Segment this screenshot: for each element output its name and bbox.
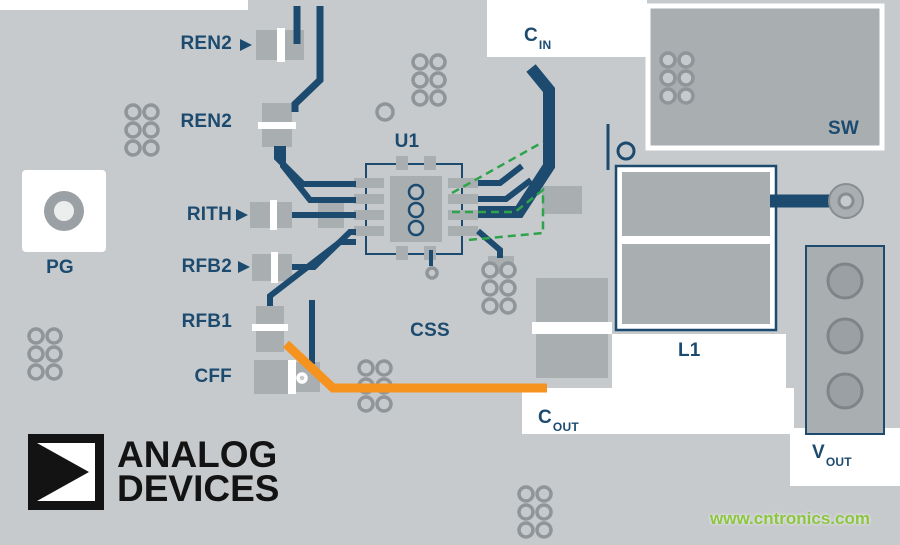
label-rith: RITH [186, 204, 232, 225]
label-rfb2: RFB2 [181, 256, 232, 277]
label-cin: CIN [524, 25, 552, 52]
label-vout: VOUT [812, 442, 852, 469]
label-cout-sub: OUT [552, 419, 579, 434]
label-l1: L1 [678, 340, 701, 361]
label-cout-main: C [538, 407, 552, 428]
sw-pad [828, 183, 864, 219]
adi-logo: ANALOG DEVICES [28, 434, 279, 510]
orange-highlight-trace [282, 340, 547, 393]
label-ren2-mid: REN2 [180, 111, 232, 132]
label-cin-sub: IN [538, 37, 552, 52]
label-pg: PG [46, 257, 74, 278]
watermark-text: www.cntronics.com [710, 509, 870, 528]
cout-capacitor-pads [488, 186, 608, 378]
label-cout: COUT [538, 407, 579, 434]
label-pointer-marks [236, 39, 252, 273]
adi-logo-line1: ANALOG [117, 433, 278, 475]
label-rfb1: RFB1 [181, 311, 232, 332]
signal-traces [267, 6, 844, 364]
pg-pad [22, 170, 106, 252]
adi-logo-line2: DEVICES [117, 468, 280, 509]
l1-inductor [614, 164, 778, 332]
label-cin-main: C [524, 25, 538, 46]
label-vout-sub: OUT [825, 454, 852, 469]
label-css: CSS [410, 320, 450, 341]
label-cff: CFF [194, 366, 232, 387]
green-loop-trace [451, 140, 545, 242]
adi-logo-mark [28, 434, 104, 510]
label-ren2-top: REN2 [180, 33, 232, 54]
adi-logo-text: ANALOG DEVICES [117, 433, 280, 509]
vout-connector [805, 245, 885, 435]
via-clusters [27, 51, 695, 539]
label-sw: SW [828, 118, 860, 139]
label-u1: U1 [394, 131, 420, 152]
label-vout-main: V [812, 442, 825, 463]
u1-footprint [354, 156, 478, 260]
u1-solder-balls [407, 183, 425, 237]
bare-board-regions [0, 0, 900, 486]
